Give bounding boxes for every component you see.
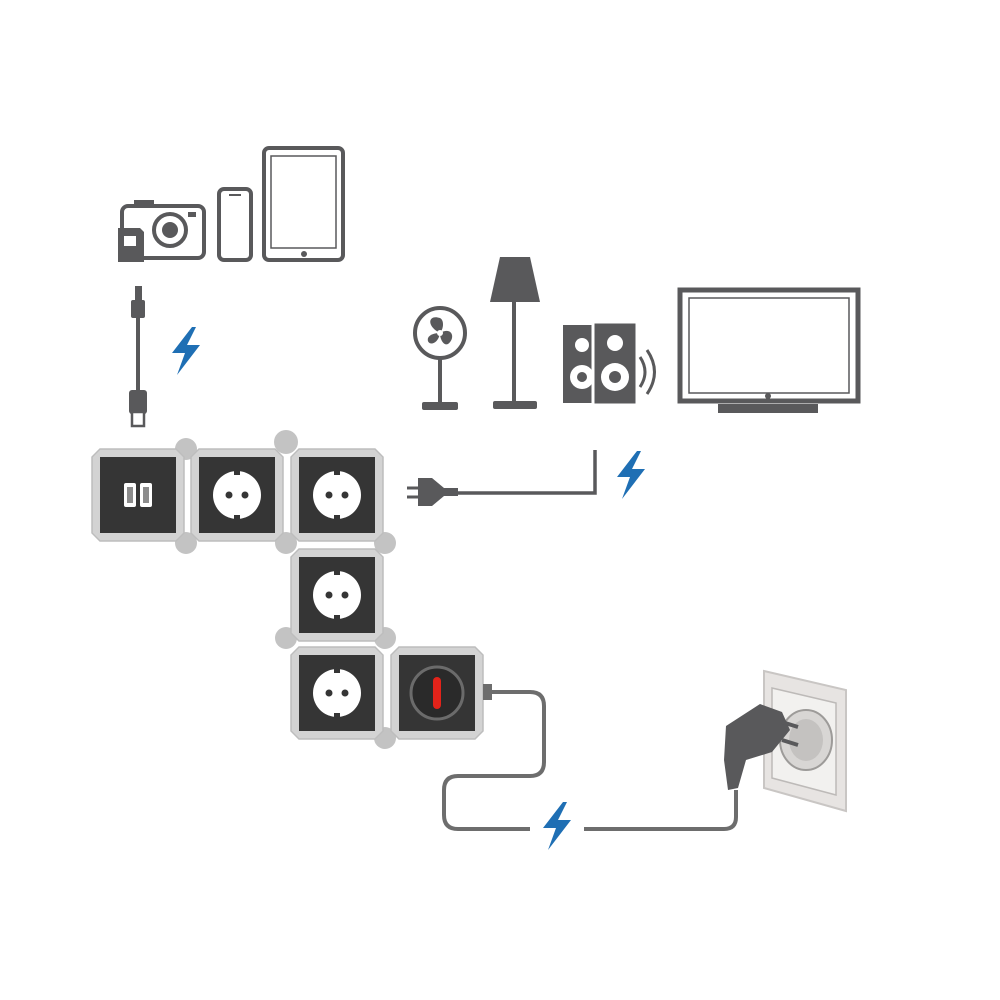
lightning-bolt-icon (172, 327, 200, 375)
wall-socket-icon (763, 669, 847, 813)
smartphone-icon (217, 187, 253, 262)
fan-icon (413, 306, 467, 410)
power-plug-icon (724, 704, 799, 790)
tv-icon (677, 287, 861, 413)
usb-module (91, 448, 185, 542)
plug-cable-icon (407, 450, 597, 506)
speakers-icon (563, 320, 656, 407)
camera-icon (118, 200, 206, 262)
socket-module (290, 448, 384, 542)
floor-lamp-icon (490, 257, 540, 409)
socket-module (290, 548, 384, 642)
socket-module (190, 448, 284, 542)
lightning-bolt-icon (617, 451, 645, 499)
socket-module (290, 646, 384, 740)
tablet-icon (262, 146, 345, 262)
switch-module (390, 646, 484, 740)
lightning-bolt-icon (543, 802, 571, 850)
usb-cable-icon (129, 286, 147, 428)
power-cable (442, 684, 738, 831)
